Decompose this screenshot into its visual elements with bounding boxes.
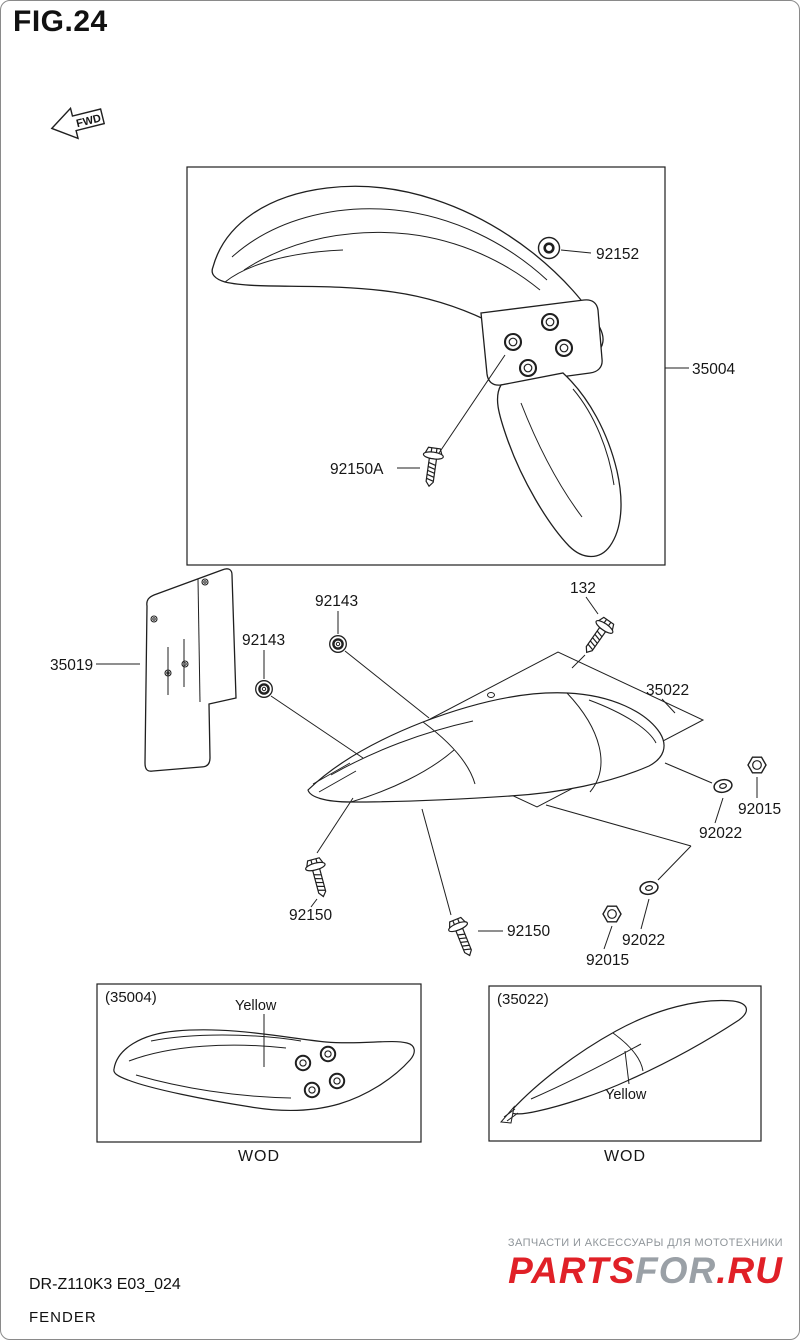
inset-rear-view: WOD <box>604 1148 646 1165</box>
brand-segment-2: FOR <box>635 1250 717 1291</box>
part-label-92150-mid: 92150 <box>507 923 550 940</box>
inset-front-ref: (35004) <box>105 989 157 1006</box>
figure-title: FIG.24 <box>13 5 108 38</box>
washer-92022-right <box>712 777 734 795</box>
part-label-92143-upper: 92143 <box>315 593 358 610</box>
collar-92143-lower <box>254 679 274 699</box>
watermark: ЗАПЧАСТИ И АКСЕССУАРЫ ДЛЯ МОТОТЕХНИКИ PA… <box>508 1237 783 1289</box>
leader-lines <box>96 249 758 950</box>
part-label-92022-bottom: 92022 <box>622 932 665 949</box>
watermark-brand: PARTSFOR.RU <box>508 1252 783 1289</box>
inset-front-drawing <box>113 1014 415 1112</box>
part-label-92150a: 92150A <box>330 461 384 478</box>
part-label-35022: 35022 <box>646 682 689 699</box>
front-fender-box <box>186 166 666 566</box>
part-label-92150-left: 92150 <box>289 907 332 924</box>
part-label-35019: 35019 <box>50 657 93 674</box>
washer-92022-bottom <box>638 879 660 897</box>
part-label-132: 132 <box>570 580 596 597</box>
fwd-arrow-shape <box>50 106 106 140</box>
inset-rear-ref: (35022) <box>497 991 549 1008</box>
inset-front-view: WOD <box>238 1148 280 1165</box>
model-code: DR-Z110K3 E03_024 <box>29 1276 181 1293</box>
part-label-92143-lower: 92143 <box>242 632 285 649</box>
part-label-92015-right: 92015 <box>738 801 781 818</box>
bolt-92150-mid <box>445 915 480 960</box>
nut-92015-right <box>747 756 767 774</box>
figure-name: FENDER <box>29 1309 97 1326</box>
mud-flap-drawing <box>144 568 237 772</box>
nut-92015-bottom <box>602 905 622 923</box>
front-fender-drawing <box>211 185 622 558</box>
rear-fender-drawing <box>307 651 705 808</box>
bolt-92150-left <box>303 856 334 900</box>
inset-rear-color: Yellow <box>605 1087 647 1103</box>
part-label-92152: 92152 <box>596 246 639 263</box>
watermark-tagline: ЗАПЧАСТИ И АКСЕССУАРЫ ДЛЯ МОТОТЕХНИКИ <box>507 1237 783 1249</box>
bolt-92150a <box>418 446 445 489</box>
fwd-arrow-label: FWD <box>75 112 102 130</box>
collar-92143-upper <box>328 634 348 654</box>
part-label-92015-bottom: 92015 <box>586 952 629 969</box>
inset-rear-drawing <box>499 999 747 1124</box>
fwd-arrow: FWD <box>50 106 106 140</box>
brand-segment-1: PARTS <box>508 1250 636 1291</box>
part-label-92022-right: 92022 <box>699 825 742 842</box>
part-label-35004: 35004 <box>692 361 735 378</box>
bolt-132 <box>577 614 618 659</box>
inset-rear-box <box>488 985 762 1142</box>
inset-front-color: Yellow <box>235 998 277 1014</box>
brand-segment-3: .RU <box>716 1250 783 1291</box>
washer-92152 <box>537 236 561 260</box>
inset-front-box <box>96 983 422 1143</box>
